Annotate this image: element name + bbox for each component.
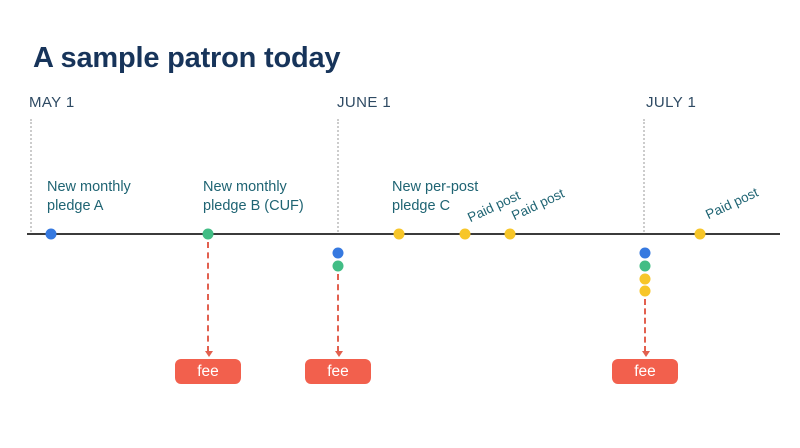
event-label-line: New monthly — [47, 179, 131, 195]
event-label-pledge-a: New monthly pledge A — [47, 178, 131, 216]
fee-badge-july: fee — [612, 359, 678, 384]
month-label-may: MAY 1 — [29, 94, 75, 111]
event-label-line: New monthly — [203, 179, 287, 195]
fee-badge-may: fee — [175, 359, 241, 384]
charge-dot-june-blue — [332, 247, 344, 259]
fee-arrow-may — [205, 242, 213, 357]
event-label-pledge-c: New per-post pledge C — [392, 178, 478, 216]
fee-arrow-july — [642, 299, 650, 357]
arrow-head-icon — [642, 351, 650, 357]
event-dot-pledge-b — [202, 228, 214, 240]
page-title: A sample patron today — [33, 42, 341, 74]
fee-badge-june: fee — [305, 359, 371, 384]
paid-post-dot-3 — [694, 228, 706, 240]
charge-dot-july-yellow-1 — [639, 273, 651, 285]
dotted-guide-line-july — [643, 119, 645, 232]
event-dot-pledge-c — [393, 228, 405, 240]
paid-post-dot-2 — [504, 228, 516, 240]
event-label-line: pledge A — [47, 198, 104, 214]
dotted-guide-line-may — [30, 119, 32, 232]
arrow-head-icon — [205, 351, 213, 357]
event-label-pledge-b: New monthly pledge B (CUF) — [203, 178, 304, 216]
arrow-head-icon — [335, 351, 343, 357]
charge-dot-june-green — [332, 260, 344, 272]
event-label-line: New per-post — [392, 179, 479, 195]
event-label-line: pledge B (CUF) — [203, 198, 304, 214]
dotted-guide-line-june — [337, 119, 339, 232]
fee-arrow-june — [335, 274, 343, 357]
paid-post-dot-1 — [459, 228, 471, 240]
charge-dot-july-green — [639, 260, 651, 272]
paid-post-label-3: Paid post — [703, 184, 761, 223]
month-label-june: JUNE 1 — [337, 94, 392, 111]
month-label-july: JULY 1 — [646, 94, 697, 111]
charge-dot-july-yellow-2 — [639, 285, 651, 297]
charge-dot-july-blue — [639, 247, 651, 259]
event-dot-pledge-a — [45, 228, 57, 240]
event-label-line: pledge C — [392, 198, 451, 214]
